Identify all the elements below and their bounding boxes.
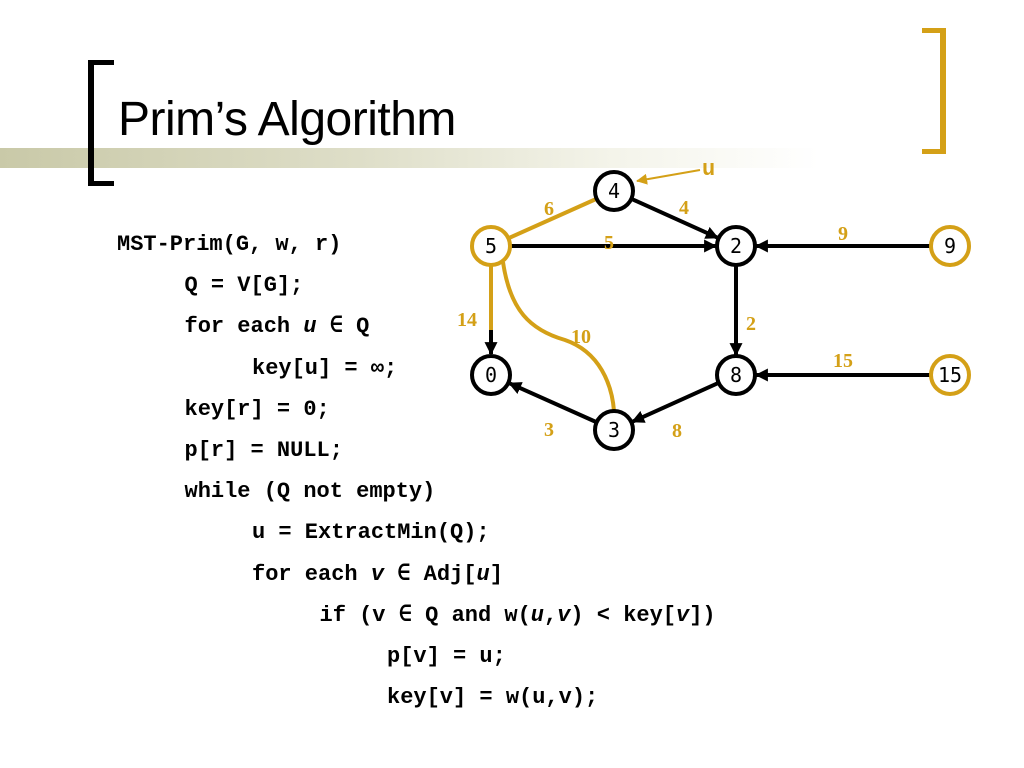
- node-label: 3: [608, 418, 620, 442]
- code-text: for each: [184, 314, 304, 340]
- code-variable: v: [370, 561, 385, 587]
- node-circle: [929, 354, 971, 396]
- node-circle: [929, 225, 971, 267]
- graph-edge: [507, 196, 598, 241]
- code-text: key[v] = w(u,v);: [387, 685, 599, 711]
- edge-weight-label: 2: [746, 313, 756, 335]
- graph-edge: [630, 196, 719, 240]
- code-text: p[r] = NULL;: [184, 438, 343, 463]
- code-text: p[v] = u;: [387, 644, 506, 669]
- nodes-layer: 4 5 2 9 0 8 15 3: [470, 170, 971, 451]
- edge-weight-label: 5: [604, 232, 614, 254]
- graph-edge: [631, 380, 720, 424]
- code-line: p[v] = u;: [387, 646, 506, 668]
- edge-weight-label: 4: [679, 197, 689, 219]
- code-line: key[r] = 0;: [184, 396, 330, 422]
- edges-layer: 6 4 5 9 14 10 2 15 3 8: [457, 196, 931, 442]
- code-line: Q = V[G];: [185, 275, 304, 297]
- code-text: ,: [543, 602, 558, 628]
- graph-node: 5: [470, 225, 512, 267]
- code-line: key[u] = ∞;: [252, 355, 398, 381]
- code-line: key[v] = w(u,v);: [387, 687, 598, 709]
- left-bracket-decoration: [88, 60, 114, 186]
- node-circle: [715, 354, 757, 396]
- graph-node: 0: [470, 354, 512, 396]
- code-line: for each u ∈ Q: [185, 316, 370, 338]
- node-circle: [715, 225, 757, 267]
- code-text: ) < key[: [570, 602, 677, 628]
- node-circle: [593, 409, 635, 451]
- graph-edge: [508, 381, 598, 425]
- edge-weight-label: 14: [457, 309, 477, 331]
- edge-weight-label: 6: [544, 198, 554, 220]
- code-variable: u: [530, 602, 544, 628]
- node-label: 15: [938, 363, 962, 387]
- u-pointer-arrow: [636, 169, 701, 185]
- code-line: p[r] = NULL;: [185, 440, 343, 462]
- u-pointer-label: u: [702, 157, 715, 182]
- code-text: ∈ Q: [316, 314, 370, 340]
- graph-node: 15: [929, 354, 971, 396]
- code-text: for each: [252, 561, 371, 587]
- code-line: MST-Prim(G, w, r): [117, 234, 341, 256]
- pointer-layer: u: [636, 157, 715, 185]
- node-label: 9: [944, 234, 956, 258]
- code-text: ]): [689, 602, 716, 628]
- graph-node: 4: [593, 170, 635, 212]
- edge-weight-label: 9: [838, 223, 848, 245]
- code-text: ∈ Adj[: [384, 561, 477, 587]
- graph-node: 3: [593, 409, 635, 451]
- code-text: Q = V[G];: [184, 273, 304, 299]
- graph-node: 2: [715, 225, 757, 267]
- slide-title: Prim’s Algorithm: [118, 93, 456, 146]
- graph-node: 8: [715, 354, 757, 396]
- code-text: MST-Prim(G, w, r): [117, 232, 342, 257]
- code-text: key[r] = 0;: [184, 396, 330, 422]
- code-variable: u: [476, 561, 490, 587]
- edge-weight-label: 3: [544, 419, 554, 441]
- edge-weight-label: 8: [672, 420, 682, 442]
- node-label: 0: [485, 363, 497, 387]
- code-text: ]: [489, 561, 503, 587]
- code-line: for each v ∈ Adj[u]: [252, 561, 503, 587]
- node-label: 4: [608, 179, 620, 203]
- graph-edge: [501, 261, 616, 412]
- node-circle: [470, 354, 512, 396]
- node-circle: [470, 225, 512, 267]
- title-accent-band: [0, 148, 1024, 168]
- code-variable: v: [557, 602, 571, 628]
- right-bracket-decoration: [922, 28, 946, 154]
- code-line: u = ExtractMin(Q);: [252, 522, 490, 544]
- code-variable: v: [676, 602, 690, 628]
- code-line: while (Q not empty): [185, 481, 436, 503]
- graph-node: 9: [929, 225, 971, 267]
- code-line: if (v ∈ Q and w(u,v) < key[v]): [319, 602, 716, 628]
- edge-weight-label: 15: [833, 350, 853, 372]
- code-variable: u: [303, 314, 317, 340]
- code-text: while (Q not empty): [184, 479, 436, 505]
- node-label: 8: [730, 363, 742, 387]
- code-text: key[u] = ∞;: [252, 355, 398, 381]
- code-text: u = ExtractMin(Q);: [252, 520, 490, 546]
- node-circle: [593, 170, 635, 212]
- node-label: 2: [730, 234, 742, 258]
- code-text: if (v ∈ Q and w(: [319, 602, 531, 628]
- edge-weight-label: 10: [571, 326, 591, 348]
- node-label: 5: [485, 234, 497, 258]
